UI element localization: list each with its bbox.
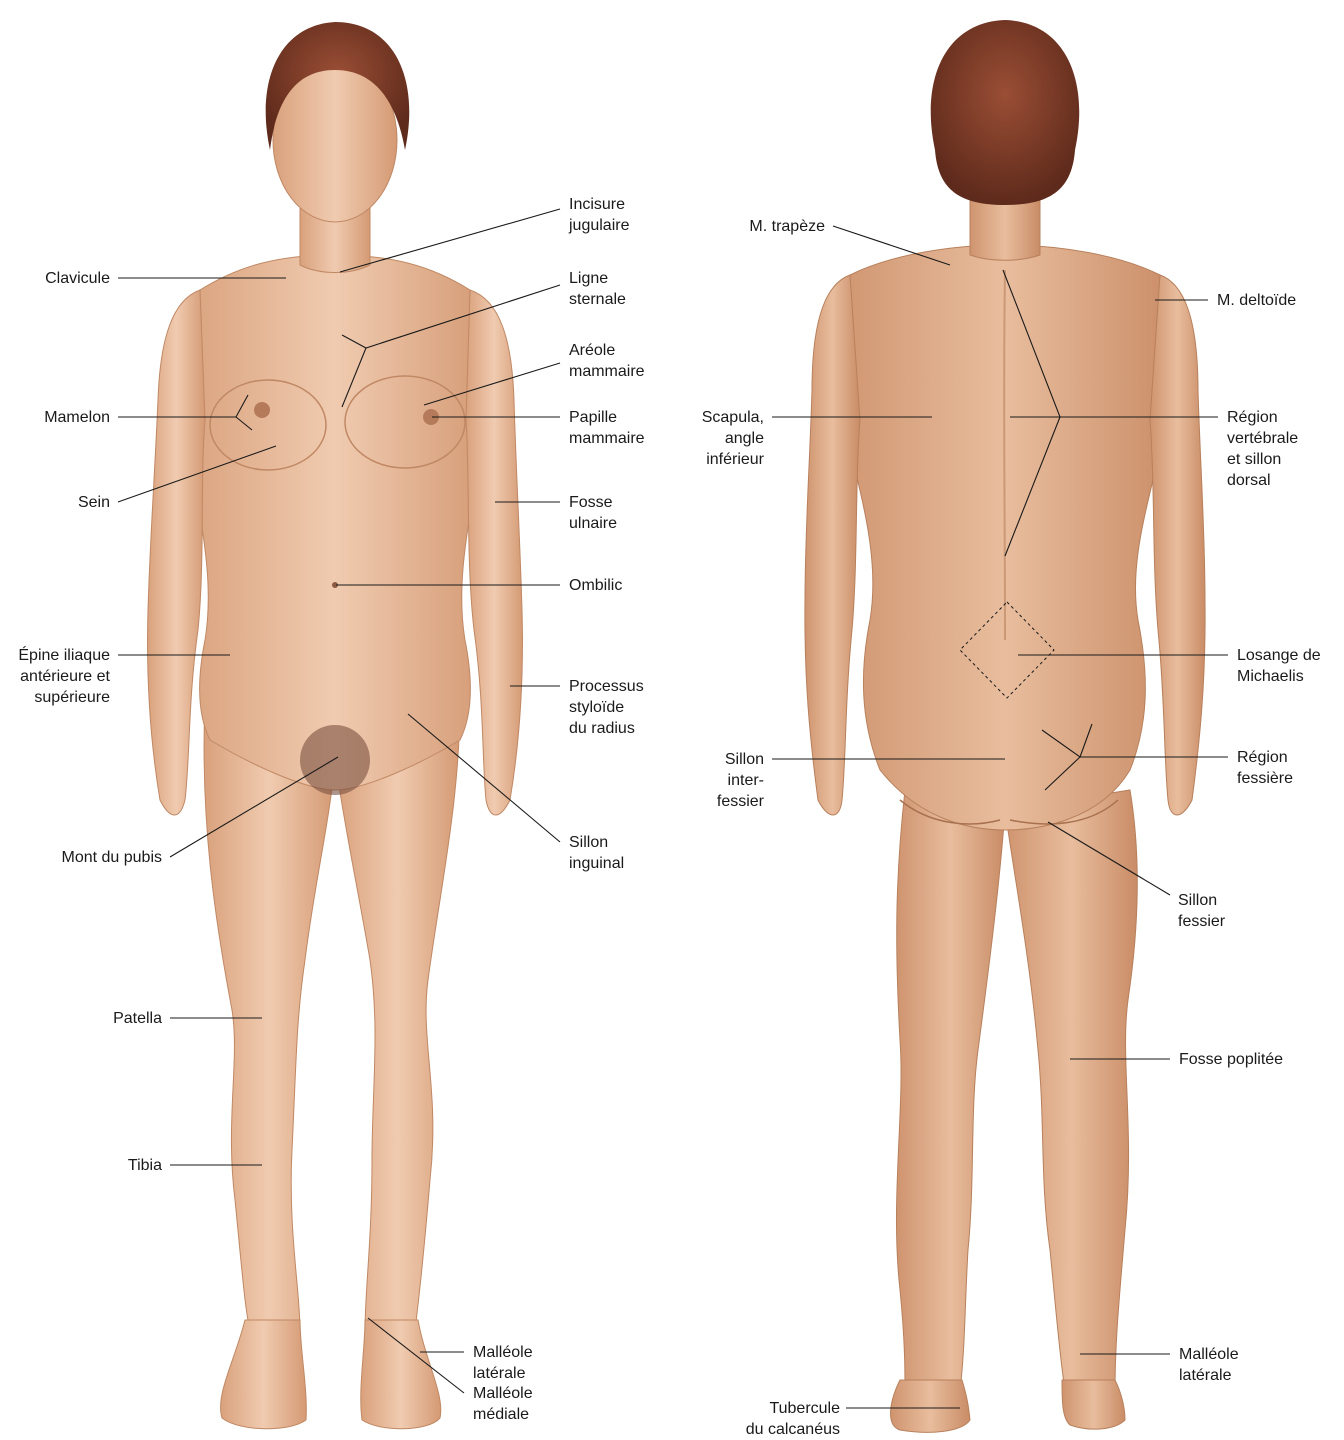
label-region-fessiere: Région fessière — [1237, 747, 1293, 789]
label-fosse-poplitee: Fosse poplitée — [1179, 1049, 1283, 1070]
label-malleole-mediale: Malléole médiale — [473, 1383, 533, 1425]
front-right-leg — [335, 700, 460, 1330]
label-tibia: Tibia — [62, 1155, 162, 1176]
back-left-leg — [896, 790, 1005, 1390]
label-sillon-inguinal: Sillon inguinal — [569, 832, 624, 874]
label-scapula: Scapula, angle inférieur — [664, 407, 764, 470]
front-nipple-left — [254, 402, 270, 418]
label-clavicule: Clavicule — [10, 268, 110, 289]
label-sillon-interfessier: Sillon inter- fessier — [664, 749, 764, 812]
back-hair — [931, 20, 1080, 205]
label-m-deltoide: M. deltoïde — [1217, 290, 1296, 311]
back-spine-groove — [1004, 270, 1005, 640]
front-right-foot — [361, 1320, 441, 1429]
label-m-trapeze: M. trapèze — [700, 216, 825, 237]
label-mont-du-pubis: Mont du pubis — [20, 847, 162, 868]
front-right-arm — [466, 290, 523, 815]
label-malleole-laterale-back: Malléole latérale — [1179, 1344, 1239, 1386]
label-sein: Sein — [10, 492, 110, 513]
label-losange-michaelis: Losange de Michaelis — [1237, 645, 1321, 687]
label-fosse-ulnaire: Fosse ulnaire — [569, 492, 617, 534]
back-left-arm — [805, 275, 860, 815]
label-areole-mammaire: Aréole mammaire — [569, 340, 645, 382]
label-tubercule-calcaneus: Tubercule du calcanéus — [700, 1398, 840, 1440]
label-region-vertebrale: Région vertébrale et sillon dorsal — [1227, 407, 1298, 491]
label-malleole-laterale-front: Malléole latérale — [473, 1342, 533, 1384]
front-torso — [181, 255, 489, 790]
label-papille-mammaire: Papille mammaire — [569, 407, 645, 449]
front-left-arm — [148, 290, 206, 815]
label-mamelon: Mamelon — [10, 407, 110, 428]
back-right-arm — [1150, 275, 1205, 815]
back-right-foot — [1062, 1380, 1125, 1429]
back-left-foot — [891, 1380, 970, 1432]
label-processus-styloide: Processus styloïde du radius — [569, 676, 644, 739]
front-pubic-hair — [300, 725, 370, 795]
front-left-foot — [221, 1320, 307, 1429]
label-ligne-sternale: Ligne sternale — [569, 268, 626, 310]
label-ombilic: Ombilic — [569, 575, 622, 596]
label-patella: Patella — [62, 1008, 162, 1029]
front-left-leg — [204, 700, 335, 1330]
label-incisure-jugulaire: Incisure jugulaire — [569, 194, 629, 236]
back-right-leg — [1005, 790, 1137, 1390]
label-sillon-fessier: Sillon fessier — [1178, 890, 1225, 932]
leader-incisure — [340, 209, 560, 272]
label-epine-iliaque: Épine iliaque antérieure et supérieure — [0, 645, 110, 708]
